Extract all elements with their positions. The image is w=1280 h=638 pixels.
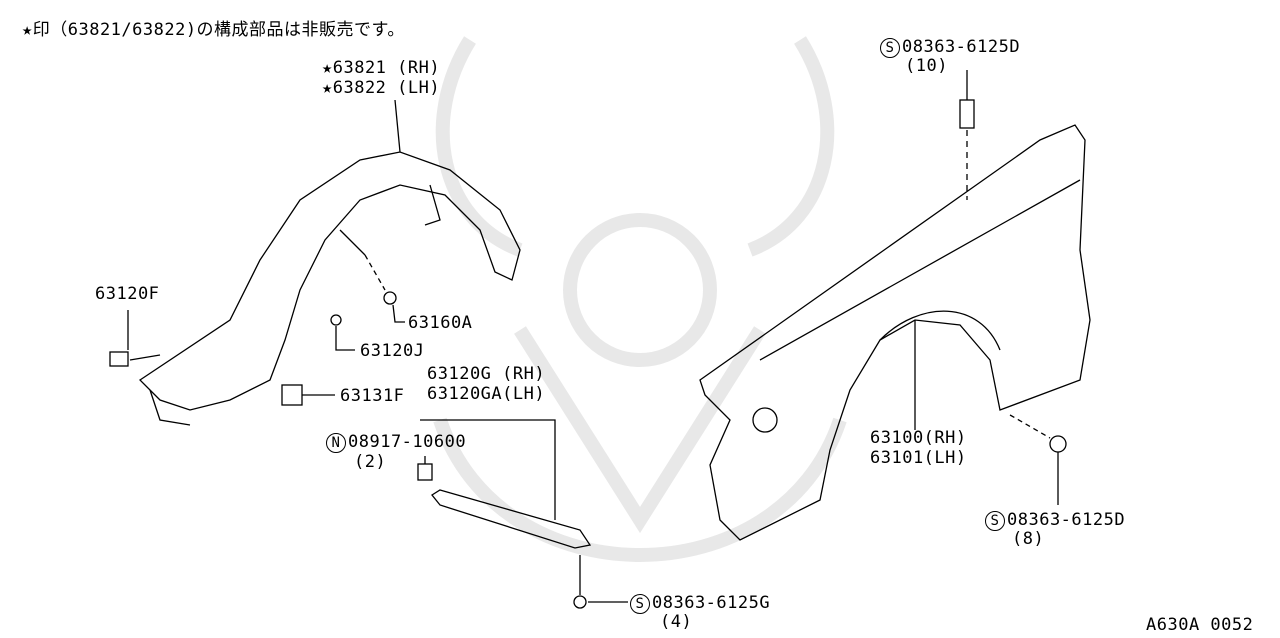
note-text: ★印（63821/63822)の構成部品は非販売です。: [22, 20, 405, 40]
s-symbol-icon: S: [985, 511, 1005, 531]
fender-liner-drawing: [109, 99, 521, 426]
label-liner-rh: ★63821 (RH): [322, 58, 441, 78]
watermark-logo: [433, 36, 847, 562]
screw-right-part-number: 08363-6125D: [1007, 510, 1126, 530]
label-screw-g-qty: (4): [660, 612, 693, 632]
label-63120F: 63120F: [95, 284, 160, 304]
label-63160A: 63160A: [408, 313, 473, 333]
n-symbol-icon: N: [326, 433, 346, 453]
fender-drawing: [699, 70, 1091, 541]
label-screw-right-qty: (8): [1012, 529, 1045, 549]
label-nut-qty: (2): [354, 452, 387, 472]
label-screw-top-qty: (10): [905, 56, 948, 76]
s-symbol-icon: S: [880, 38, 900, 58]
s-symbol-icon: S: [630, 594, 650, 614]
label-fender-lh: 63101(LH): [870, 448, 967, 468]
diagram-id: A630A 0052: [1146, 615, 1254, 635]
label-63120J: 63120J: [360, 341, 425, 361]
label-bracket-lh: 63120GA(LH): [427, 384, 546, 404]
label-fender-rh: 63100(RH): [870, 428, 967, 448]
screw-top-part-number: 08363-6125D: [902, 37, 1021, 57]
nut-part-number: 08917-10600: [348, 432, 467, 452]
label-bracket-rh: 63120G (RH): [427, 364, 546, 384]
label-63131F: 63131F: [340, 386, 405, 406]
screw-g-part-number: 08363-6125G: [652, 593, 771, 613]
label-liner-lh: ★63822 (LH): [322, 78, 441, 98]
bracket-drawing: [417, 419, 628, 609]
